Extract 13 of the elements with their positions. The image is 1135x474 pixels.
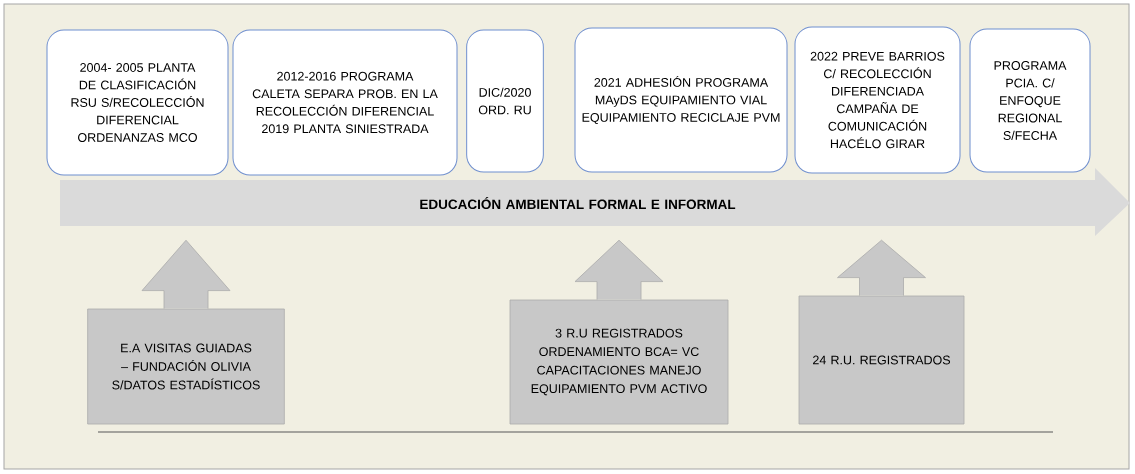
event-box: 2012-2016 PROGRAMA CALETA SEPARA PROB. EN LA RECOLECCIÓN DIFERENCIAL 2019 PLANTA SINIESTRADA [232, 29, 458, 176]
event-box: 2021 ADHESIÓN PROGRAMA MAyDS EQUIPAMIENTO VIAL EQUIPAMIENTO RECICLAJE PVM [574, 27, 788, 173]
timeline-arrow-band: EDUCACIÓN AMBIENTAL FORMAL E INFORMAL [60, 168, 1130, 236]
event-box: 2004- 2005 PLANTA DE CLASIFICACIÓN RSU S/RECOLECCIÓN DIFERENCIAL ORDENANZAS MCO [46, 29, 229, 176]
event-box: 2022 PREVE BARRIOS C/ RECOLECCIÓN DIFERENCIADA CAMPAÑA DE COMUNICACIÓN HACÉLO GIRAR [794, 26, 961, 174]
up-arrow [141, 239, 231, 309]
event-box: DIC/2020 ORD. RU [466, 29, 544, 173]
up-arrow [837, 239, 926, 296]
up-arrow [574, 239, 664, 300]
callout-box: 24 R.U. REGISTRADOS [798, 295, 965, 425]
callout-box: 3 R.U REGISTRADOS ORDENAMIENTO BCA= VC CAPACITACIONES MANEJO EQUIPAMIENTO PVM ACTIVO [509, 299, 729, 425]
event-box: PROGRAMA PCIA. C/ ENFOQUE REGIONAL S/FECHA [969, 28, 1091, 173]
callout-box: E.A VISITAS GUIADAS – FUNDACIÓN OLIVIA S/DATOS ESTADÍSTICOS [87, 308, 285, 425]
